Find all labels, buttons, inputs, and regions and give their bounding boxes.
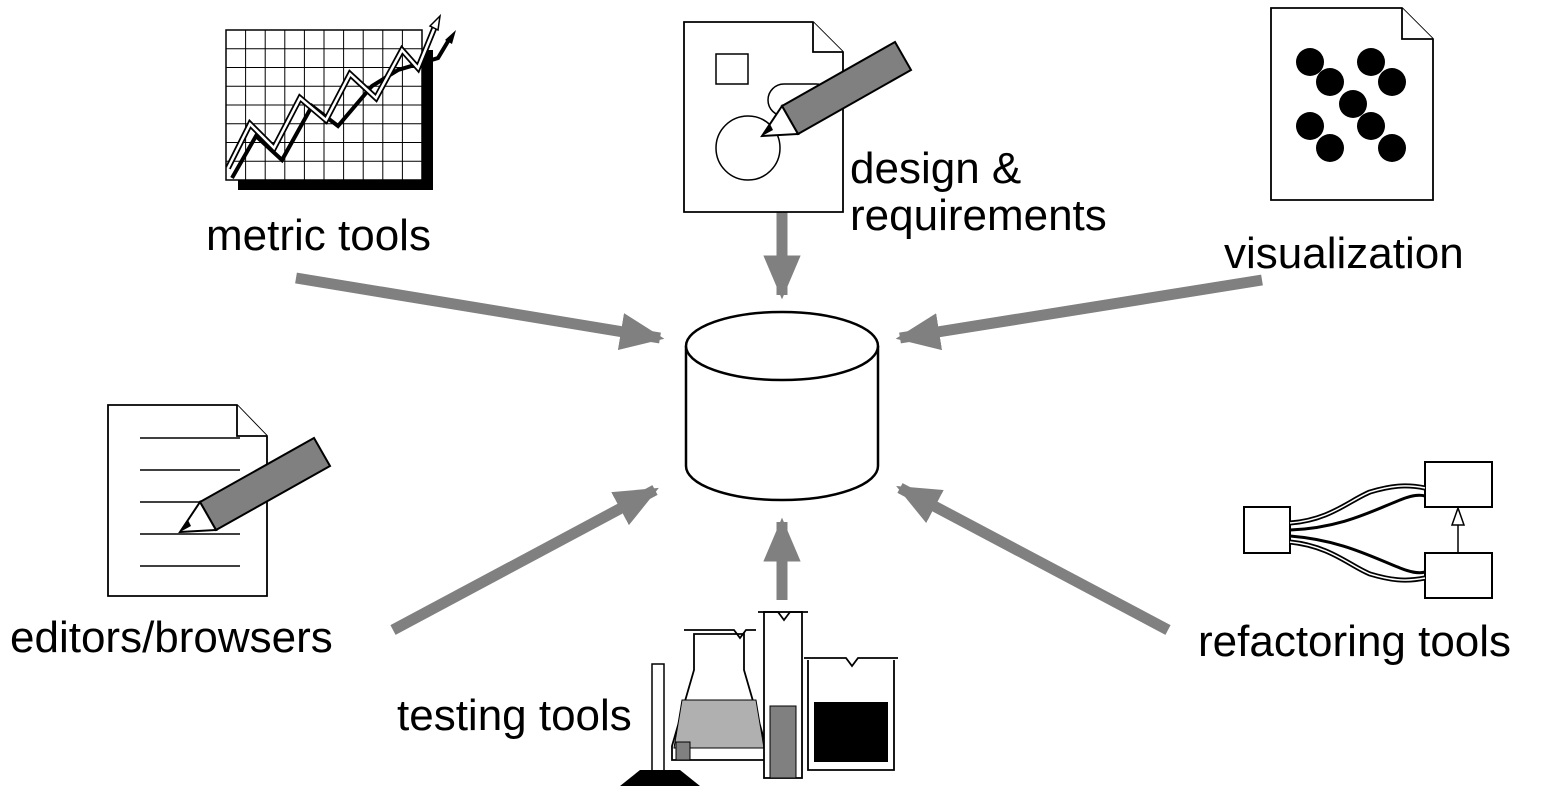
lab-glassware-icon xyxy=(620,611,898,786)
arrows xyxy=(295,210,1263,635)
design-document-icon xyxy=(683,21,913,213)
class-diagram-icon xyxy=(1243,461,1493,599)
editors-browsers-label: editors/browsers xyxy=(10,613,333,662)
testing-tools-label: testing tools xyxy=(397,691,632,740)
scatter-document-icon xyxy=(1270,7,1434,201)
design-label-line2: requirements xyxy=(850,191,1107,240)
design-label-line1: design & xyxy=(850,144,1021,193)
arrow-visualization-to-repository xyxy=(895,274,1263,351)
metric-tools-label: metric tools xyxy=(206,211,431,260)
refactoring-tools-label: refactoring tools xyxy=(1198,617,1511,666)
arrow-metric-to-repository xyxy=(295,272,665,351)
arrow-editors-to-repository xyxy=(390,485,659,635)
chart-icon xyxy=(225,13,456,190)
edited-document-icon xyxy=(107,404,332,597)
arrow-refactoring-to-repository xyxy=(896,483,1171,635)
visualization-label: visualization xyxy=(1224,229,1464,278)
database-icon xyxy=(684,310,880,502)
